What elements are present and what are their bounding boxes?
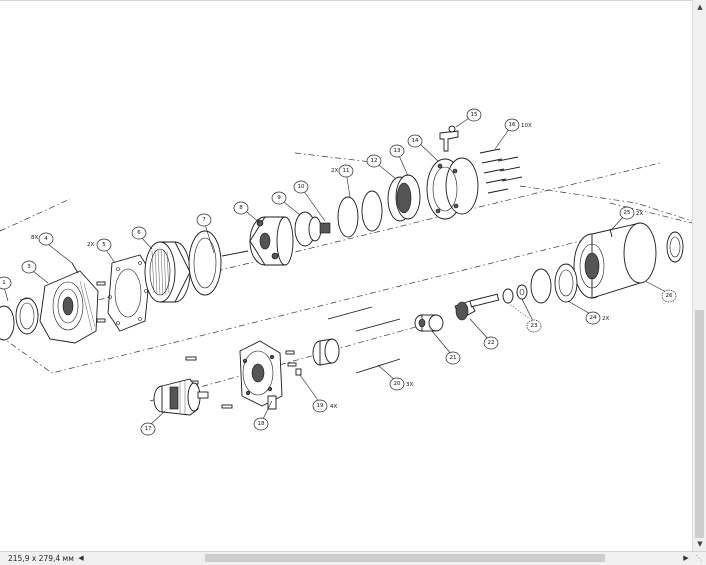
svg-text:2X: 2X [636,211,643,217]
svg-text:7: 7 [202,217,206,223]
part-12-bearing [387,174,421,222]
part-19-bolts [185,350,302,409]
part-1-seal [0,305,15,341]
vertical-scrollbar[interactable]: ▲ ▼ [692,0,706,551]
part-3-housing [39,270,99,344]
callout-19: 19 4X [312,399,337,413]
svg-text:18: 18 [258,421,265,427]
part-23-washers [502,284,533,320]
svg-text:21: 21 [450,355,457,361]
sleeve [312,338,340,366]
svg-text:17: 17 [145,426,152,432]
svg-text:2X: 2X [602,316,609,322]
svg-text:8X: 8X [31,235,38,241]
part-22-shaft [454,293,500,321]
svg-text:1: 1 [2,280,6,286]
svg-text:15: 15 [471,112,478,118]
svg-text:4X: 4X [330,404,337,410]
svg-text:13: 13 [394,148,401,154]
part-7-gasket [188,230,222,296]
scroll-right-icon[interactable]: ▶ [683,554,689,562]
scroll-up-icon[interactable]: ▲ [697,3,703,11]
svg-text:11: 11 [343,168,350,174]
svg-text:25: 25 [624,210,631,216]
page-size-label: 215,9 x 279,4 мм [8,554,74,563]
callout-11: 11 2X [331,164,354,178]
part-4-bolts [71,262,106,323]
callout-18: 18 [253,417,269,431]
svg-text:24: 24 [590,315,597,321]
svg-text:19: 19 [317,403,324,409]
svg-text:4: 4 [44,236,48,242]
callout-15: 15 [466,108,482,122]
svg-text:16: 16 [509,122,516,128]
callout-25: 25 2X [619,206,643,220]
svg-text:22: 22 [488,340,495,346]
svg-text:6: 6 [137,230,141,236]
svg-text:10: 10 [298,184,305,190]
svg-text:10X: 10X [521,123,532,129]
part-17-hydraulic-motor [153,378,209,416]
callout-17: 17 [140,422,156,436]
callout-24: 24 2X [585,311,609,325]
svg-text:9: 9 [277,195,281,201]
callout-1: 1 [0,276,12,290]
horizontal-scroll-thumb[interactable] [205,554,605,562]
callout-9: 9 [271,191,287,205]
svg-text:14: 14 [412,138,419,144]
part-14-flange [426,157,479,220]
callout-12: 12 [366,154,382,168]
svg-text:2X: 2X [331,168,338,174]
part-16-bolts [479,148,523,194]
callout-26: 26 [661,289,677,303]
scroll-down-icon[interactable]: ▼ [697,540,703,548]
callout-6: 6 [131,226,147,240]
part-11-rings [337,190,383,238]
svg-text:23: 23 [531,323,538,329]
part-21-coupling [414,314,444,332]
part-9-gear [294,211,331,247]
scroll-left-icon[interactable]: ◀ [78,554,84,562]
callout-10: 10 [293,180,309,194]
svg-text:12: 12 [371,158,378,164]
callout-14: 14 [407,134,423,148]
resize-grip-icon[interactable]: ⋱ [695,554,703,562]
callout-21: 21 [445,351,461,365]
callout-23: 23 [526,319,542,333]
part-8-planet-carrier [249,216,294,266]
svg-text:3X: 3X [406,382,413,388]
callout-3: 3 [21,260,37,274]
part-6-ring-gear [144,241,191,303]
svg-text:26: 26 [666,293,673,299]
part-26-drum [573,222,657,299]
vertical-scroll-thumb[interactable] [695,310,704,538]
part-24-seals [530,263,578,304]
svg-text:3: 3 [27,264,31,270]
callout-7: 7 [196,213,212,227]
part-15-lever [439,125,459,152]
horizontal-scrollbar[interactable]: ◀ ▶ [75,552,692,565]
status-bar: 215,9 x 279,4 мм ◀ ▶ ⋱ [0,551,706,565]
part-20-rods [327,306,401,374]
callout-22: 22 [483,336,499,350]
callout-20: 20 3X [389,377,413,391]
svg-text:8: 8 [239,205,243,211]
callout-13: 13 [389,144,405,158]
part-5-gasket [107,254,151,332]
callout-4: 4 8X [31,232,54,246]
part-18-adapter-plate [239,340,283,410]
svg-text:5: 5 [102,242,106,248]
part-2-bearing-ring [15,297,39,335]
callout-8: 8 [233,201,249,215]
svg-text:20: 20 [394,381,401,387]
callout-16: 16 10X [504,118,532,132]
svg-text:2X: 2X [87,242,94,248]
callout-5: 5 2X [87,238,112,252]
